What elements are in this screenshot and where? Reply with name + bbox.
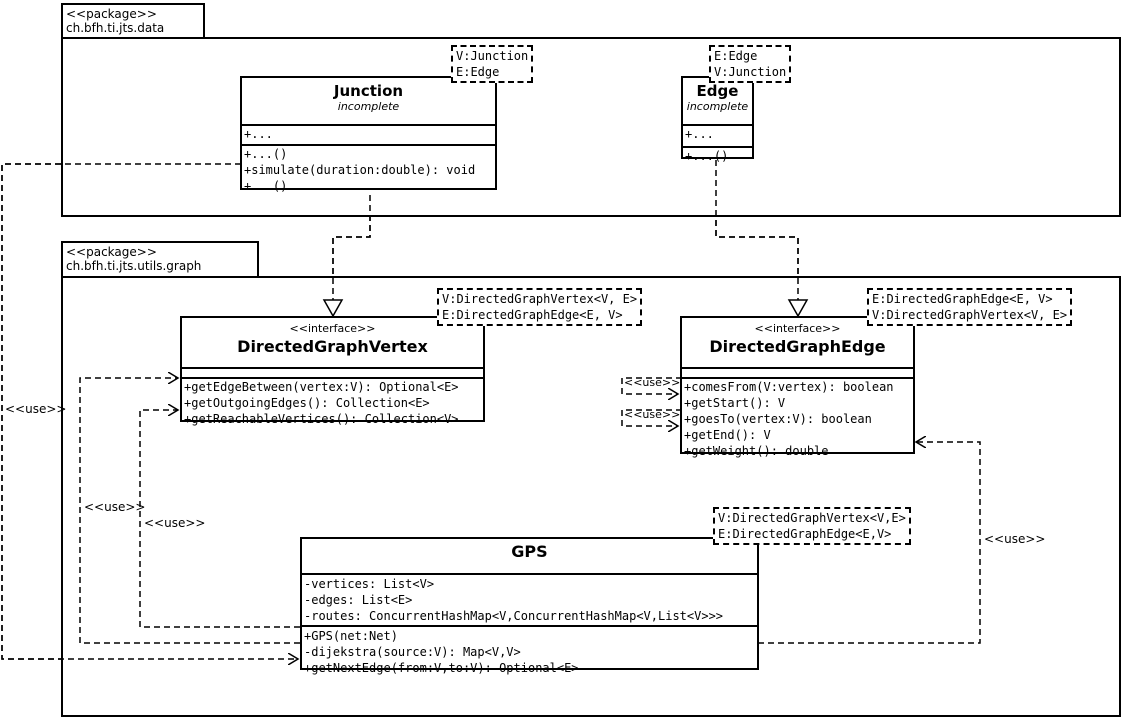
operations-section: +...() +simulate(duration:double): void … [242, 146, 495, 194]
use-label-edge-self-1: <<use>> [624, 376, 681, 389]
package-stereotype: <<package>> [66, 245, 157, 259]
class-edge[interactable]: Edge incomplete +... +...() [681, 76, 754, 163]
template-vertex: V:DirectedGraphVertex<V, E> E:DirectedGr… [437, 288, 643, 326]
operation-row: +...() [244, 147, 288, 161]
attribute-row: -vertices: List<V> [304, 577, 435, 591]
class-name: Junction [333, 82, 404, 100]
operation-row: +getEdgeBetween(vertex:V): Optional<E> [184, 380, 459, 394]
attribute-row: -routes: ConcurrentHashMap<V,ConcurrentH… [304, 609, 724, 623]
class-stereotype: <<interface>> [289, 322, 376, 335]
package-data [61, 37, 1121, 217]
class-name: Edge [696, 82, 739, 100]
operation-row: +getStart(): V [684, 396, 786, 410]
class-header: Junction incomplete [242, 78, 495, 126]
template-param: E:DirectedGraphEdge<E, V> [442, 308, 623, 322]
operations-section: +comesFrom(V:vertex): boolean +getStart(… [682, 379, 913, 459]
class-subtitle: incomplete [337, 100, 400, 113]
interface-directed-graph-edge[interactable]: <<interface>> DirectedGraphEdge +comesFr… [680, 316, 915, 458]
attribute-row: +... [685, 127, 714, 141]
use-label-gps-vertex-1: <<use>> [84, 500, 146, 514]
template-edge: E:Edge V:Junction [709, 45, 792, 83]
template-param: V:DirectedGraphVertex<V,E> [718, 511, 906, 525]
package-stereotype: <<package>> [66, 7, 157, 21]
operations-section: +getEdgeBetween(vertex:V): Optional<E> +… [182, 379, 483, 427]
template-gps: V:DirectedGraphVertex<V,E> E:DirectedGra… [713, 507, 911, 545]
template-param: V:DirectedGraphVertex<V, E> [442, 292, 638, 306]
class-header: Edge incomplete [683, 78, 752, 126]
attribute-row: -edges: List<E> [304, 593, 413, 607]
attributes-section: +... [683, 126, 752, 148]
operation-row: +getEnd(): V [684, 428, 771, 442]
class-name: DirectedGraphVertex [237, 337, 428, 356]
class-junction[interactable]: Junction incomplete +... +...() +simulat… [240, 76, 497, 193]
attributes-section: -vertices: List<V> -edges: List<E> -rout… [302, 575, 757, 627]
template-param: V:Junction [456, 49, 529, 63]
class-gps[interactable]: GPS -vertices: List<V> -edges: List<E> -… [300, 537, 759, 675]
operation-row: +simulate(duration:double): void [244, 163, 476, 177]
operation-row: +GPS(net:Net) [304, 629, 398, 643]
operation-row: -dijekstra(source:V): Map<V,V> [304, 645, 521, 659]
use-label-junction-gps: <<use>> [5, 402, 67, 416]
class-name: GPS [511, 542, 548, 561]
class-header: <<interface>> DirectedGraphVertex [182, 318, 483, 369]
attributes-section [182, 369, 483, 379]
template-param: E:Edge [714, 49, 758, 63]
template-graph-edge: E:DirectedGraphEdge<E, V> V:DirectedGrap… [867, 288, 1073, 326]
template-param: E:Edge [456, 65, 500, 79]
template-param: E:DirectedGraphEdge<E,V> [718, 527, 892, 541]
class-stereotype: <<interface>> [754, 322, 841, 335]
template-param: E:DirectedGraphEdge<E, V> [872, 292, 1053, 306]
use-label-gps-vertex-2: <<use>> [144, 516, 206, 530]
use-label-edge-self-2: <<use>> [624, 408, 681, 421]
template-param: V:Junction [714, 65, 787, 79]
operations-section: +GPS(net:Net) -dijekstra(source:V): Map<… [302, 627, 757, 677]
operation-row: +goesTo(vertex:V): boolean [684, 412, 872, 426]
class-name: DirectedGraphEdge [709, 337, 886, 356]
attributes-section: +... [242, 126, 495, 146]
operation-row: +getWeight(): double [684, 444, 829, 458]
operations-section: +...() [683, 148, 752, 164]
class-header: GPS [302, 539, 757, 575]
operation-row: +...() [244, 179, 288, 193]
operation-row: +comesFrom(V:vertex): boolean [684, 380, 894, 394]
attribute-row: +... [244, 127, 273, 141]
use-label-gps-edge: <<use>> [984, 532, 1046, 546]
package-tab-data: <<package>> ch.bfh.ti.jts.data [61, 3, 205, 37]
template-junction: V:Junction E:Edge [451, 45, 534, 83]
operation-row: +getOutgoingEdges(): Collection<E> [184, 396, 430, 410]
package-tab-graph: <<package>> ch.bfh.ti.jts.utils.graph [61, 241, 259, 276]
class-subtitle: incomplete [686, 100, 749, 113]
operation-row: +getNextEdge(from:V,to:V): Optional<E> [304, 661, 579, 675]
template-param: V:DirectedGraphVertex<V, E> [872, 308, 1068, 322]
package-name: ch.bfh.ti.jts.utils.graph [66, 259, 202, 273]
operation-row: +...() [685, 149, 729, 163]
class-header: <<interface>> DirectedGraphEdge [682, 318, 913, 369]
operation-row: +getReachableVertices(): Collection<V> [184, 412, 459, 426]
attributes-section [682, 369, 913, 379]
interface-directed-graph-vertex[interactable]: <<interface>> DirectedGraphVertex +getEd… [180, 316, 485, 426]
package-name: ch.bfh.ti.jts.data [66, 21, 165, 35]
